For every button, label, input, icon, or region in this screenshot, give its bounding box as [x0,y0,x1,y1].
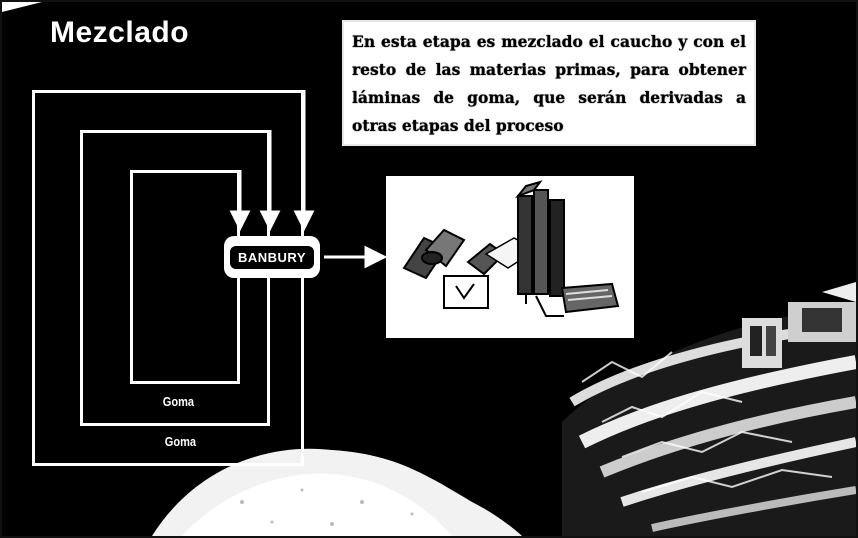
description-box: En esta etapa es mezclado el caucho y co… [342,20,756,146]
banbury-label: BANBURY [229,245,315,269]
corner-mark [2,2,42,12]
page-title: Mezclado [50,16,190,49]
banbury-node: BANBURY [224,236,320,278]
middle-loop [80,130,270,426]
outer-loop-label: Goma [164,434,197,449]
machine-icon [402,180,620,317]
outer-loop [32,90,304,466]
middle-loop-label: Goma [162,394,195,409]
mixing-machine-illustration [386,176,634,338]
